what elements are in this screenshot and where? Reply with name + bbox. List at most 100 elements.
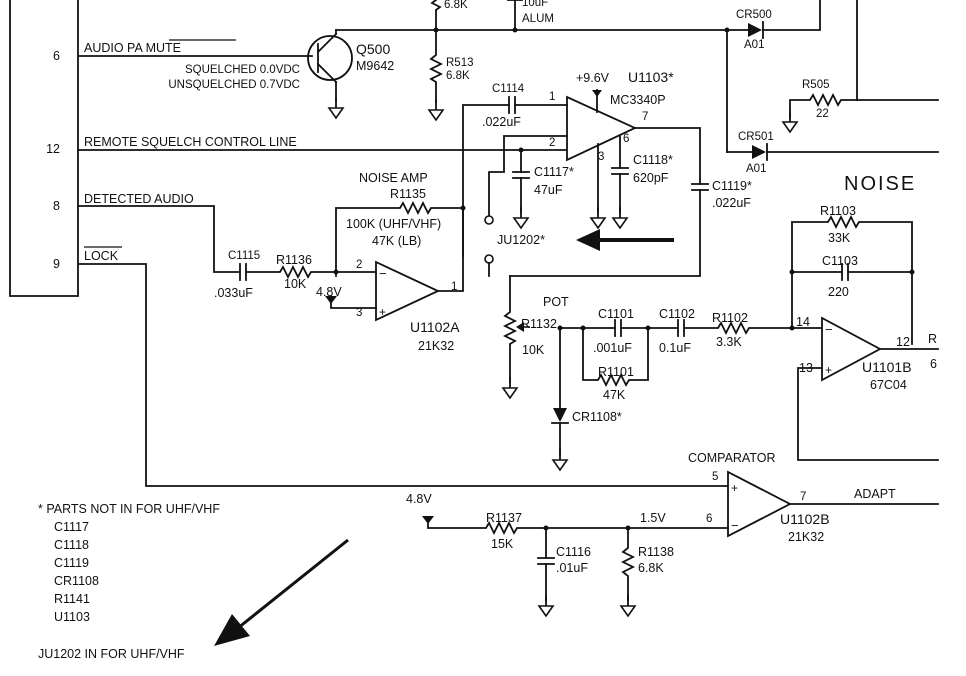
lock-label: LOCK — [84, 249, 119, 263]
u1103-pin3: 3 — [598, 151, 604, 163]
u1103-ref: U1103* — [628, 69, 674, 85]
jumper-note: JU1202 IN FOR UHF/VHF — [38, 647, 185, 661]
u1103-part: MC3340P — [610, 93, 666, 107]
c1119-ref: C1119* — [712, 179, 752, 193]
noise-amp-label: NOISE AMP — [359, 171, 428, 185]
u1102b-pin7: 7 — [800, 491, 806, 503]
parts-note-r1141: R1141 — [54, 592, 90, 606]
u1102a-amplifier: − + — [375, 260, 441, 322]
c1114-ref: C1114 — [492, 83, 525, 95]
c1119-value: .022uF — [712, 196, 751, 210]
svg-text:−: − — [731, 518, 739, 533]
c1118-value: 620pF — [633, 171, 669, 185]
u1102a-pin1: 1 — [451, 281, 457, 293]
r1137-value: 15K — [491, 537, 514, 551]
c1103-ref: C1103 — [822, 254, 858, 268]
r1132-value: 10K — [522, 343, 545, 357]
c1101-ref: C1101 — [598, 307, 634, 321]
jumper-pointer-arrow — [576, 229, 674, 251]
svg-text:−: − — [379, 266, 387, 281]
r1138-value: 6.8K — [638, 561, 664, 575]
q500-part: M9642 — [356, 59, 394, 73]
cr1108-ref: CR1108* — [572, 410, 622, 424]
ju1202-ref: JU1202* — [497, 233, 545, 247]
notes-pointer-arrow — [214, 538, 349, 646]
r1103-value: 33K — [828, 231, 851, 245]
u1103-pin1: 1 — [549, 91, 555, 103]
c1115-ref: C1115 — [228, 250, 260, 262]
r1135-ref: R1135 — [390, 187, 426, 201]
r1102-value: 3.3K — [716, 335, 742, 349]
u1103-pin7: 7 — [642, 111, 648, 123]
svg-text:+: + — [825, 363, 832, 377]
r1132-ref: R1132 — [521, 317, 557, 331]
noise-section-label: NOISE — [844, 173, 916, 195]
u1103-amplifier — [566, 89, 638, 229]
r1135-value-lb: 47K (LB) — [372, 234, 421, 248]
cr501-value: A01 — [746, 163, 766, 175]
r1138-ref: R1138 — [638, 545, 674, 559]
svg-text:+: + — [731, 481, 738, 495]
parts-note-cr1108: CR1108 — [54, 574, 99, 588]
r-top-value: 6.8K — [444, 0, 468, 11]
u1101b-part: 67C04 — [870, 378, 907, 392]
u1101b-amplifier: − + — [821, 316, 882, 382]
c1102-ref: C1102 — [659, 307, 695, 321]
connector-block: 6 12 8 9 — [9, 0, 79, 297]
squelched-voltage: SQUELCHED 0.0VDC — [185, 64, 300, 76]
comparator-label: COMPARATOR — [688, 451, 776, 465]
c1116-ref: C1116 — [556, 545, 591, 559]
u1102b-part: 21K32 — [788, 530, 824, 544]
r513-ref: R513 — [446, 57, 474, 69]
c1116-value: .01uF — [556, 561, 588, 575]
q500-ref: Q500 — [356, 41, 390, 57]
u1102a-ref: U1102A — [410, 319, 460, 335]
c1101-value: .001uF — [593, 341, 632, 355]
pin-9-number: 9 — [53, 257, 60, 271]
c-top-value: 10uF — [522, 0, 548, 9]
remote-squelch-label: REMOTE SQUELCH CONTROL LINE — [84, 135, 297, 149]
u1101b-pin12: 12 — [896, 335, 910, 349]
cr500-diode — [748, 21, 764, 39]
r1101-ref: R1101 — [598, 365, 634, 379]
u1102a-part: 21K32 — [418, 339, 454, 353]
parts-note-c1117: C1117 — [54, 520, 89, 534]
bias-4v8-b: 4.8V — [406, 492, 432, 506]
c1102-value: 0.1uF — [659, 341, 691, 355]
cr501-diode — [752, 143, 768, 161]
u1101b-ref: U1101B — [862, 359, 912, 375]
r1137-ref: R1137 — [486, 511, 522, 525]
r513-value: 6.8K — [446, 70, 470, 82]
r1103-ref: R1103 — [820, 204, 856, 218]
r505-ref: R505 — [802, 79, 830, 91]
c-top-type: ALUM — [522, 13, 554, 25]
cr500-ref: CR500 — [736, 9, 772, 21]
r1136-value: 10K — [284, 277, 307, 291]
detected-audio-label: DETECTED AUDIO — [84, 192, 194, 206]
bias-4v8-a: 4.8V — [316, 285, 342, 299]
cr501-ref: CR501 — [738, 131, 774, 143]
u1102b-pin5: 5 — [712, 471, 718, 483]
q500-transistor — [307, 29, 516, 119]
adapt-label: ADAPT — [854, 487, 896, 501]
u1103-pin6: 6 — [623, 133, 629, 145]
unsquelched-voltage: UNSQUELCHED 0.7VDC — [168, 79, 300, 91]
svg-text:−: − — [825, 322, 833, 337]
c1115-value: .033uF — [214, 286, 253, 300]
u1102a-pin3: 3 — [356, 307, 362, 319]
u1101b-edge-r: R — [928, 332, 937, 346]
r1135-value-uhf: 100K (UHF/VHF) — [346, 217, 441, 231]
u1103-supply: +9.6V — [576, 71, 610, 85]
parts-note-c1119: C1119 — [54, 556, 89, 570]
cr500-value: A01 — [744, 39, 764, 51]
c1114-value: .022uF — [482, 115, 521, 129]
audio-pa-mute-label: AUDIO PA MUTE — [84, 41, 181, 55]
c1117-ref: C1117* — [534, 165, 574, 179]
u1101b-edge-6: 6 — [930, 357, 937, 371]
u1102b-ref: U1102B — [780, 511, 830, 527]
node-1v5: 1.5V — [640, 511, 666, 525]
u1102a-pin2: 2 — [356, 259, 362, 271]
r1102-ref: R1102 — [712, 311, 748, 325]
u1103-pin2: 2 — [549, 137, 555, 149]
